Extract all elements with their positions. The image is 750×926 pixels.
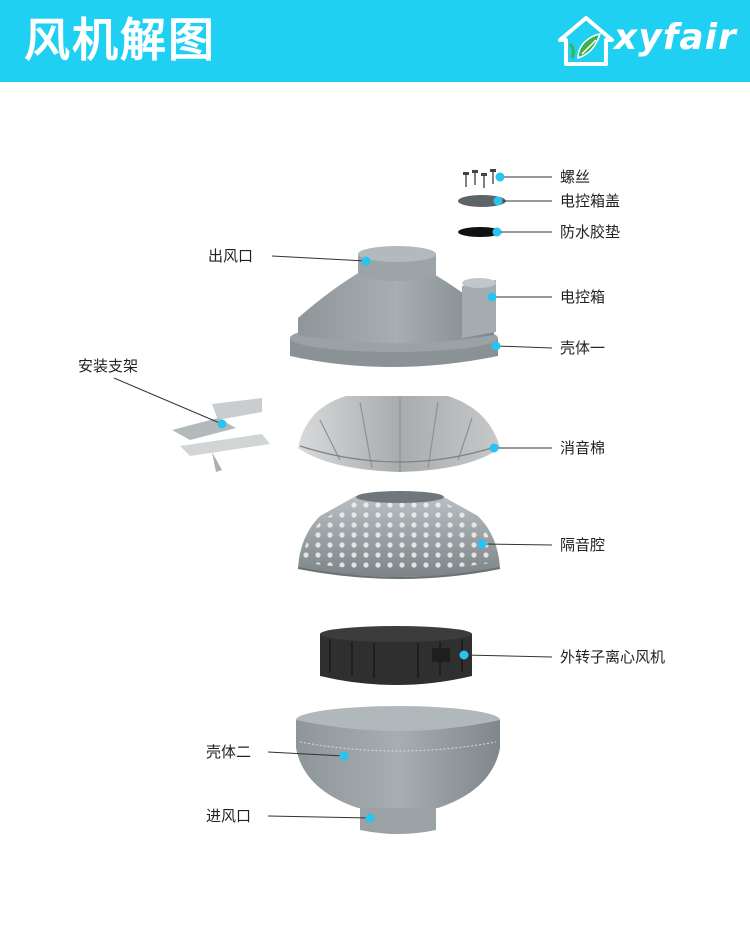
label-screw: 螺丝 [560, 168, 591, 186]
label-housing-one: 壳体一 [560, 339, 606, 357]
control-box-lid-shape [458, 195, 506, 207]
label-control-box-lid: 电控箱盖 [560, 192, 621, 210]
label-air-inlet: 进风口 [206, 807, 252, 825]
label-sound-absorbing-cotton: 消音棉 [560, 439, 606, 457]
page-title: 风机解图 [24, 13, 216, 67]
fan-shape [320, 626, 472, 685]
exploded-diagram: 螺丝 电控箱盖 防水胶垫 出风口 电控箱 壳体一 安装支架 消音棉 隔音腔 外转… [0, 82, 750, 926]
screw-parts [463, 169, 496, 188]
label-waterproof-gasket: 防水胶垫 [560, 223, 621, 241]
label-control-box: 电控箱 [560, 288, 606, 306]
waterproof-gasket-shape [458, 227, 502, 237]
house-leaf-icon [558, 16, 614, 66]
callout-markers [217, 172, 505, 823]
sound-absorbing-cotton-shape [298, 396, 500, 472]
logo-wordmark: xyfair [614, 17, 737, 58]
label-sound-insulation-chamber: 隔音腔 [560, 536, 606, 554]
housing-two-shape [296, 706, 500, 834]
label-fan: 外转子离心风机 [560, 648, 666, 666]
header-bar: 风机解图 xyfair [0, 0, 750, 82]
sound-insulation-chamber-shape [297, 491, 501, 579]
diagram-art [113, 169, 553, 834]
leader-lines [113, 176, 553, 819]
brand-logo: xyfair [556, 14, 736, 70]
label-mounting-bracket: 安装支架 [78, 357, 139, 375]
housing-one-shape [290, 246, 498, 367]
label-housing-two: 壳体二 [206, 743, 252, 761]
label-air-outlet: 出风口 [208, 247, 254, 265]
